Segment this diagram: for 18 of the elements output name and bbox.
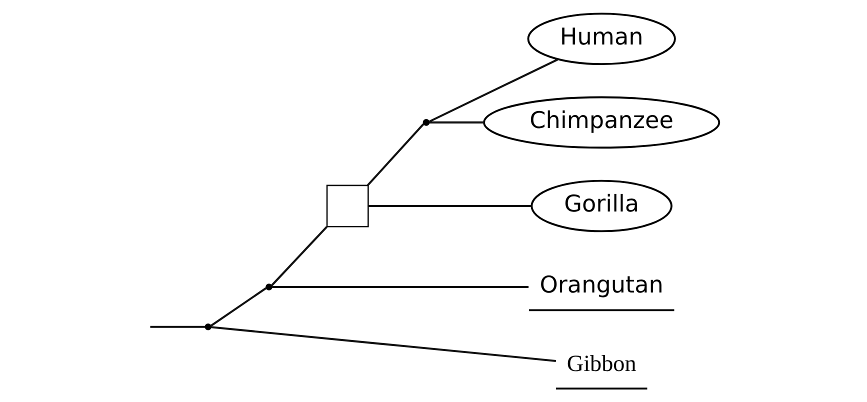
node-text: Gibbon [566, 351, 636, 378]
connector [368, 204, 531, 208]
node-point [422, 119, 430, 126]
node-point [204, 323, 212, 330]
connector [210, 287, 266, 327]
node-box [326, 184, 368, 228]
node-text: Orangutan [539, 272, 663, 299]
connector [270, 226, 328, 286]
node-ellipse: Chimpanzee [482, 96, 720, 149]
connector [366, 123, 424, 186]
node-ellipse: Human [526, 12, 676, 66]
connector [271, 286, 528, 288]
node-point [265, 284, 272, 290]
connector [210, 326, 556, 362]
connector [428, 121, 484, 124]
node-ellipse: Gorilla [530, 180, 672, 232]
connector [428, 58, 558, 122]
connector [150, 326, 205, 328]
